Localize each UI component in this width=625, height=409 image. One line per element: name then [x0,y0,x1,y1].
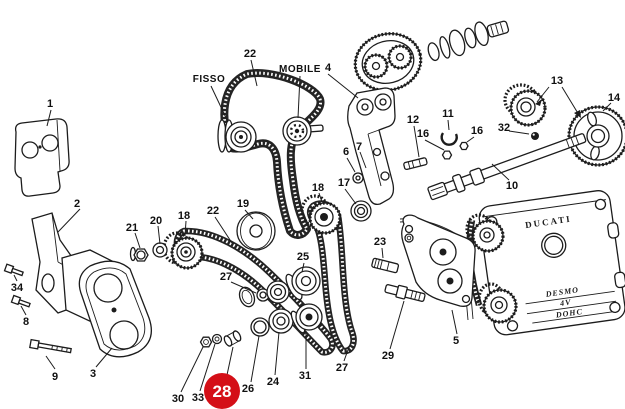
callout-32: 32 [498,122,510,134]
bolt-8 [10,294,31,308]
bearing-24-lower [268,308,294,334]
ball-32 [531,132,539,140]
callout-21: 21 [126,222,138,234]
pulley-18-right [300,194,342,235]
cam-pulley-top [465,213,505,253]
callout-7: 7 [356,141,362,153]
fixed-tensioner-roller [217,119,257,153]
bracket-4 [347,87,396,205]
seal-17 [350,200,372,222]
stud-23 [371,257,400,274]
cylinder-head: DUCATI DESMO 4V DOHC [460,190,625,336]
highlight-badge-text: 28 [213,382,232,401]
callout-4: 4 [325,62,332,74]
part-3-belt-cover [78,260,152,358]
gear-13-small [503,83,547,127]
engine-model-line-2: 4V [559,297,572,308]
callout-8: 8 [23,316,29,328]
ball-32-highlight [532,133,535,136]
nut-21 [129,246,149,262]
callout-1: 1 [47,98,53,110]
callout-25: 25 [297,251,309,263]
callout-23: 23 [374,236,386,248]
callout-22-top: 22 [244,48,256,60]
part-1-bracket [14,118,70,197]
callout-20: 20 [150,215,162,227]
callout-27-upper: 27 [220,271,232,283]
pulley-18-left [162,231,204,270]
highlight-circle[interactable] [204,373,240,409]
callout-16-left: 16 [417,128,429,140]
circlip-11 [440,132,458,146]
callout-16-right: 16 [471,125,483,137]
callout-33: 33 [192,392,204,404]
callout-2: 2 [74,198,80,210]
belt-22-top [220,69,325,239]
stud-29 [384,284,426,302]
washer-6 [352,172,364,184]
callout-9: 9 [52,371,58,383]
callout-13: 13 [551,75,563,87]
washer-33 [211,333,223,345]
ring-26-lower [250,317,270,337]
callout-18-left: 18 [178,210,190,222]
callout-17: 17 [338,177,350,189]
callout-27-lower: 27 [336,362,348,374]
washer-20 [152,242,168,258]
callout-5: 5 [453,335,459,347]
callout-19: 19 [237,198,249,210]
nut-16-right [459,141,469,151]
spacer-28 [223,330,242,347]
callout-11: 11 [442,108,454,120]
callout-6: 6 [343,146,349,158]
mobile-roller-label: MOBILE [279,64,321,75]
nut-16-left [441,150,453,160]
ring-15 [404,233,414,243]
disc-19 [236,211,276,251]
callout-10: 10 [506,180,518,192]
shaft-10 [427,133,587,201]
callout-3: 3 [90,368,96,380]
mobile-tensioner-roller [282,116,324,146]
engine-model-line-3: DOHC [554,307,583,320]
callout-12: 12 [407,114,419,126]
camshaft-assembly [353,20,510,92]
bearing-24-upper [266,280,290,304]
nut-30 [199,336,213,348]
fixed-roller-label: FISSO [193,74,226,85]
callout-18-right: 18 [312,182,324,194]
highlight-badge-28[interactable]: 28 [204,373,240,409]
stud-12 [403,157,428,171]
leader-lines [13,59,612,393]
callout-14: 14 [608,92,621,104]
callout-29: 29 [382,350,394,362]
bolt-34 [3,263,24,277]
bolt-9 [29,338,72,354]
callout-30: 30 [172,393,184,405]
callout-22-lower: 22 [207,205,219,217]
roller-25 [285,266,321,301]
hub-31 [290,303,323,334]
callout-31: 31 [299,370,311,382]
callout-24: 24 [267,376,280,388]
callout-26: 26 [242,383,254,395]
bracket-5 [399,214,476,307]
cam-pulley-bottom [477,282,518,324]
callout-34: 34 [11,282,24,294]
